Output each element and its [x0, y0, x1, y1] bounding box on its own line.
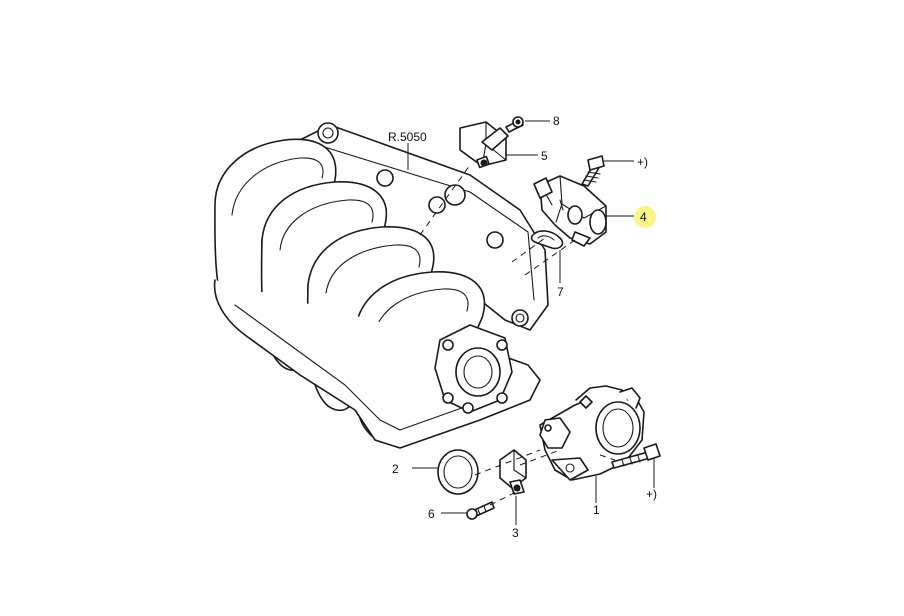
part-1-throttle-body	[539, 385, 645, 481]
part-2-o-ring	[437, 449, 479, 495]
assembly-lines	[419, 164, 616, 506]
leader-lines	[407, 120, 655, 525]
callout-3: 3	[512, 526, 519, 540]
callout-5: 5	[541, 149, 548, 163]
callout-2: 2	[392, 462, 399, 476]
part-4-actuator	[533, 175, 607, 247]
callout-plus-upper: +)	[637, 155, 648, 169]
callout-4: 4	[640, 210, 647, 224]
intake-manifold	[213, 122, 549, 449]
part-5-sensor	[459, 121, 509, 169]
part-7-gasket	[530, 230, 564, 250]
upper-bolt	[581, 155, 605, 187]
callout-plus-lower: +)	[646, 487, 657, 501]
part-8-screw	[505, 116, 524, 133]
callout-7: 7	[557, 285, 564, 299]
lower-bolt	[611, 443, 661, 469]
callout-6: 6	[428, 507, 435, 521]
part-6-screw	[466, 501, 495, 520]
reference-label: R.5050	[388, 130, 427, 144]
part-3-sensor	[499, 449, 527, 495]
callout-1: 1	[593, 503, 600, 517]
callout-8: 8	[553, 114, 560, 128]
callout-4-highlight	[634, 206, 656, 228]
